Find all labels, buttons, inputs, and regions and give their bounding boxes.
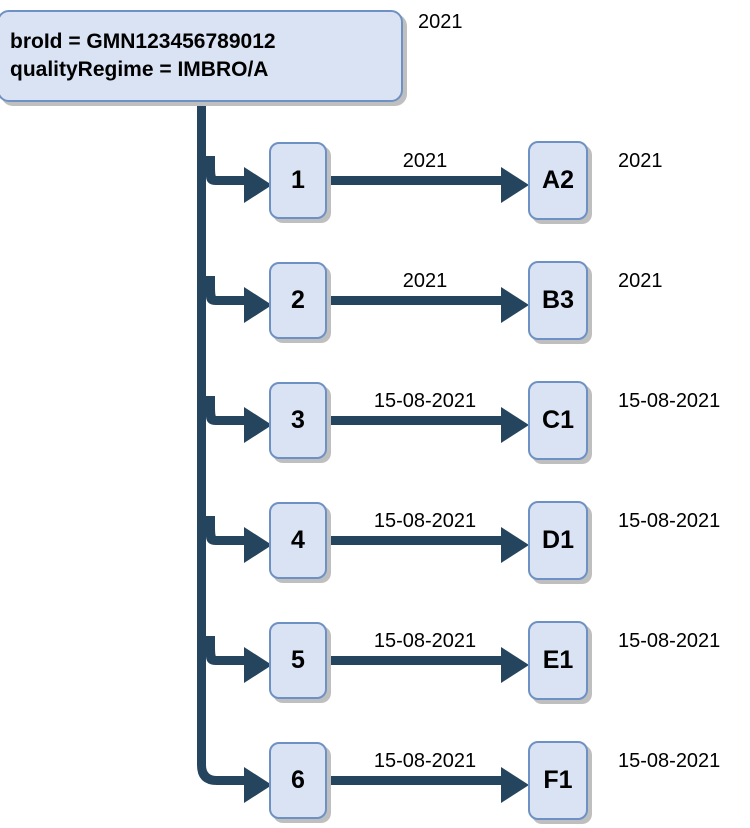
edge-arrow-3 [327, 407, 529, 443]
mid-node-3-label: 3 [291, 406, 305, 435]
root-node[interactable]: broId = GMN123456789012 qualityRegime = … [0, 10, 403, 102]
mid-node-2-label: 2 [291, 286, 305, 315]
end-date-label-1: 2021 [618, 150, 663, 172]
edge-label-5: 15-08-2021 [373, 630, 477, 652]
edge-arrow-1 [327, 167, 529, 203]
end-date-label-2: 2021 [618, 270, 663, 292]
end-node-5-label: E1 [542, 646, 574, 675]
edge-label-4: 15-08-2021 [373, 510, 477, 532]
branch-connector-3 [206, 396, 272, 443]
edge-label-3: 15-08-2021 [373, 390, 477, 412]
mid-node-6-label: 6 [291, 766, 305, 795]
trunk-line [197, 101, 232, 785]
end-node-3-label: C1 [542, 406, 574, 435]
end-date-label-4: 15-08-2021 [618, 510, 721, 532]
edge-arrow-5 [327, 647, 529, 683]
mid-node-5-label: 5 [291, 646, 305, 675]
branch-connector-5 [206, 636, 272, 683]
branch-connector-6 [228, 767, 272, 803]
root-node-label: broId = GMN123456789012 qualityRegime = … [10, 29, 276, 81]
end-node-4-label: D1 [542, 526, 574, 555]
end-date-label-6: 15-08-2021 [618, 750, 721, 772]
edge-arrow-2 [327, 287, 529, 323]
end-node-1[interactable]: A2 [528, 141, 588, 220]
mid-node-6[interactable]: 6 [269, 742, 327, 819]
end-date-label-5: 15-08-2021 [618, 630, 721, 652]
mid-node-3[interactable]: 3 [269, 382, 327, 459]
end-node-4[interactable]: D1 [528, 501, 588, 580]
branch-connector-2 [206, 276, 272, 323]
mid-node-4[interactable]: 4 [269, 502, 327, 579]
end-node-6[interactable]: F1 [528, 741, 588, 820]
edge-label-2: 2021 [402, 270, 448, 292]
end-node-3[interactable]: C1 [528, 381, 588, 460]
root-date-label: 2021 [418, 11, 463, 33]
end-node-1-label: A2 [542, 166, 574, 195]
edge-label-6: 15-08-2021 [373, 750, 477, 772]
edge-label-1: 2021 [402, 150, 448, 172]
mid-node-5[interactable]: 5 [269, 622, 327, 699]
mid-node-1-label: 1 [291, 166, 305, 195]
end-node-5[interactable]: E1 [528, 621, 588, 700]
end-node-2-label: B3 [542, 286, 574, 315]
end-node-6-label: F1 [543, 766, 573, 795]
end-date-label-3: 15-08-2021 [618, 390, 721, 412]
branch-connector-4 [206, 516, 272, 563]
mid-node-1[interactable]: 1 [269, 142, 327, 219]
branch-connector-1 [206, 156, 272, 203]
mid-node-2[interactable]: 2 [269, 262, 327, 339]
edge-arrow-6 [327, 767, 529, 803]
edge-arrow-4 [327, 527, 529, 563]
end-node-2[interactable]: B3 [528, 261, 588, 340]
mid-node-4-label: 4 [291, 526, 305, 555]
